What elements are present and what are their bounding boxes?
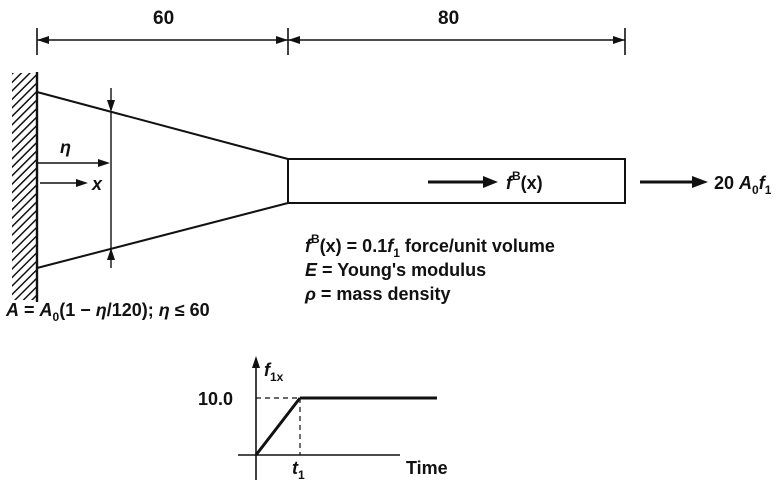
- x-axis-arrow: [40, 179, 88, 187]
- plot-x-label: Time: [406, 458, 448, 478]
- body-force-arrow: [428, 176, 498, 188]
- body-force-definition: fB(x) = 0.1f1 force/unit volume: [305, 232, 555, 260]
- end-load-arrow: [640, 176, 708, 188]
- plot-ramp: [254, 397, 302, 456]
- dimension-arrow: [37, 36, 49, 44]
- dimension-lines: [36, 28, 626, 55]
- load-history-plot: [238, 356, 437, 480]
- dimension-arrow: [276, 36, 288, 44]
- area-formula: A = A0(1 − η/120); η ≤ 60: [5, 300, 210, 324]
- body-force-label: fB(x): [506, 169, 543, 193]
- eta-arrow: [37, 159, 110, 167]
- dimension-arrow: [613, 36, 625, 44]
- plot-x-tick: t1: [292, 458, 305, 482]
- dimension-arrow: [288, 36, 300, 44]
- x-label: x: [91, 174, 103, 194]
- section-marker: [107, 88, 115, 268]
- uniform-section: [287, 158, 626, 204]
- dimension-60-label: 60: [153, 8, 174, 29]
- youngs-modulus-definition: E = Young's modulus: [305, 260, 486, 280]
- plot-y-arrow: [252, 356, 260, 368]
- tapered-section: [36, 91, 289, 269]
- plot-y-tick: 10.0: [198, 389, 233, 409]
- plot-y-label: f1x: [264, 360, 284, 384]
- fixed-wall-hatch: [12, 73, 37, 300]
- eta-label: η: [60, 137, 71, 157]
- end-load-label: 20 A0f1: [714, 173, 772, 197]
- density-definition: ρ = mass density: [304, 284, 450, 304]
- dimension-80-label: 80: [438, 8, 459, 29]
